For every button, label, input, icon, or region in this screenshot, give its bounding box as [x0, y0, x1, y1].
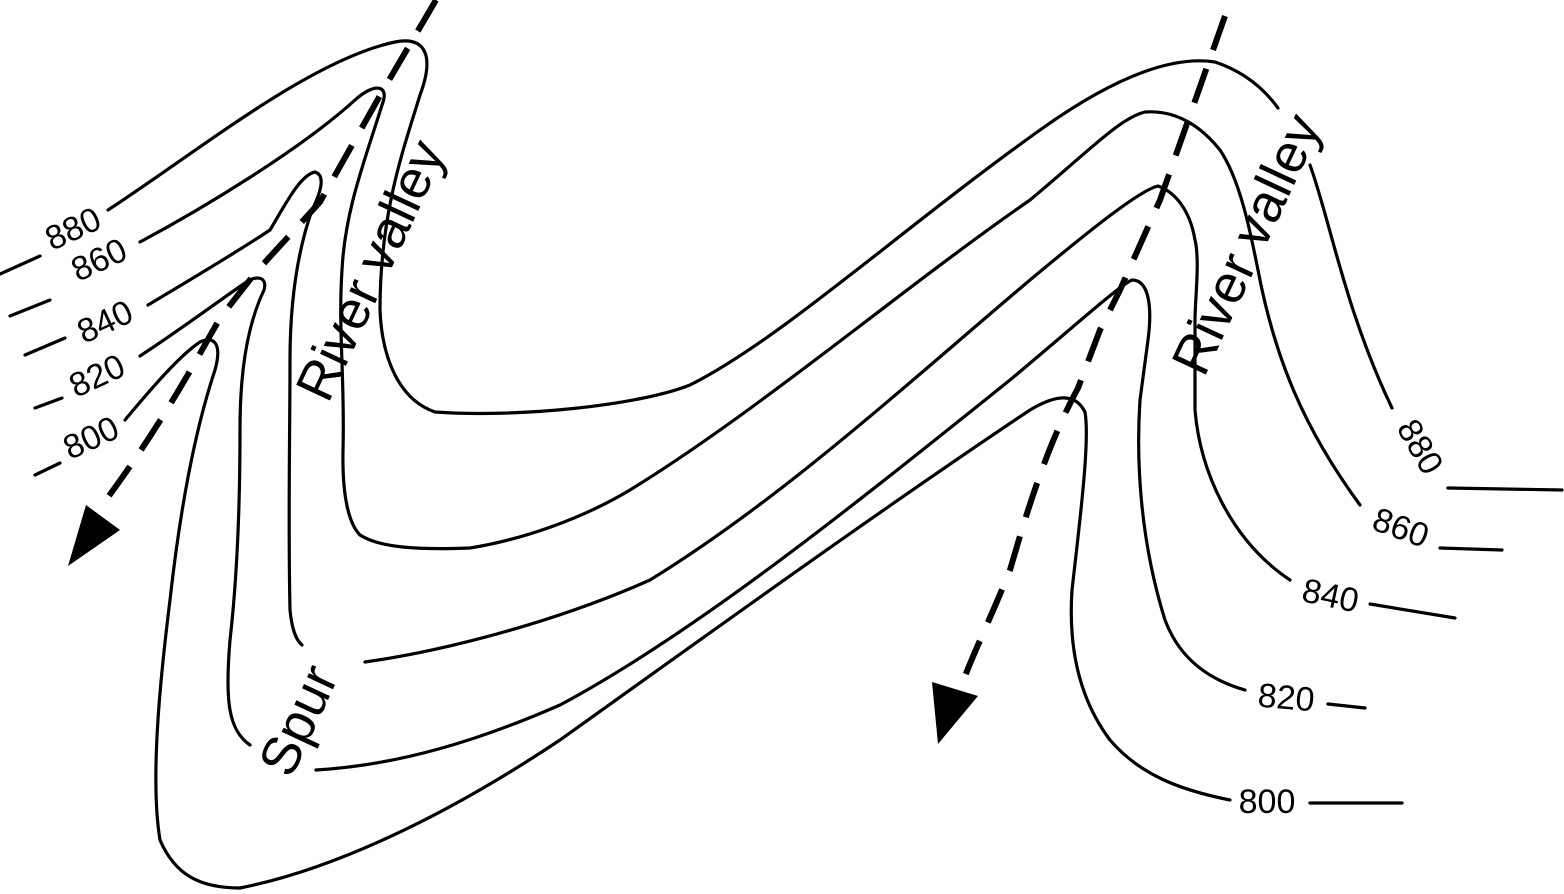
spur-label: Spur — [247, 656, 350, 785]
elevation-label-800-left: 800 — [57, 409, 124, 467]
contour-line-840 — [23, 170, 1457, 664]
contour-line-860 — [8, 86, 1504, 552]
right-river-dashed-line — [957, 15, 1228, 691]
river-valley-label-right: River valley — [1160, 105, 1332, 383]
contour-line-880 — [0, 39, 1564, 492]
elevation-label-820-left: 820 — [63, 347, 130, 405]
elevation-label-880-right: 880 — [1389, 413, 1450, 481]
elevation-label-860-right: 860 — [1368, 501, 1434, 556]
elevation-label-840-right: 840 — [1299, 572, 1362, 621]
contour-line-820 — [33, 276, 1367, 772]
left-river-flow-arrowhead — [68, 505, 120, 566]
contour-line-800 — [33, 338, 1404, 890]
left-river-dashed-line — [103, 0, 439, 502]
right-river-flow-arrowhead — [932, 682, 978, 744]
elevation-label-800-right: 800 — [1239, 783, 1296, 821]
elevation-label-820-right: 820 — [1256, 677, 1316, 720]
elevation-label-840-left: 840 — [71, 293, 138, 351]
